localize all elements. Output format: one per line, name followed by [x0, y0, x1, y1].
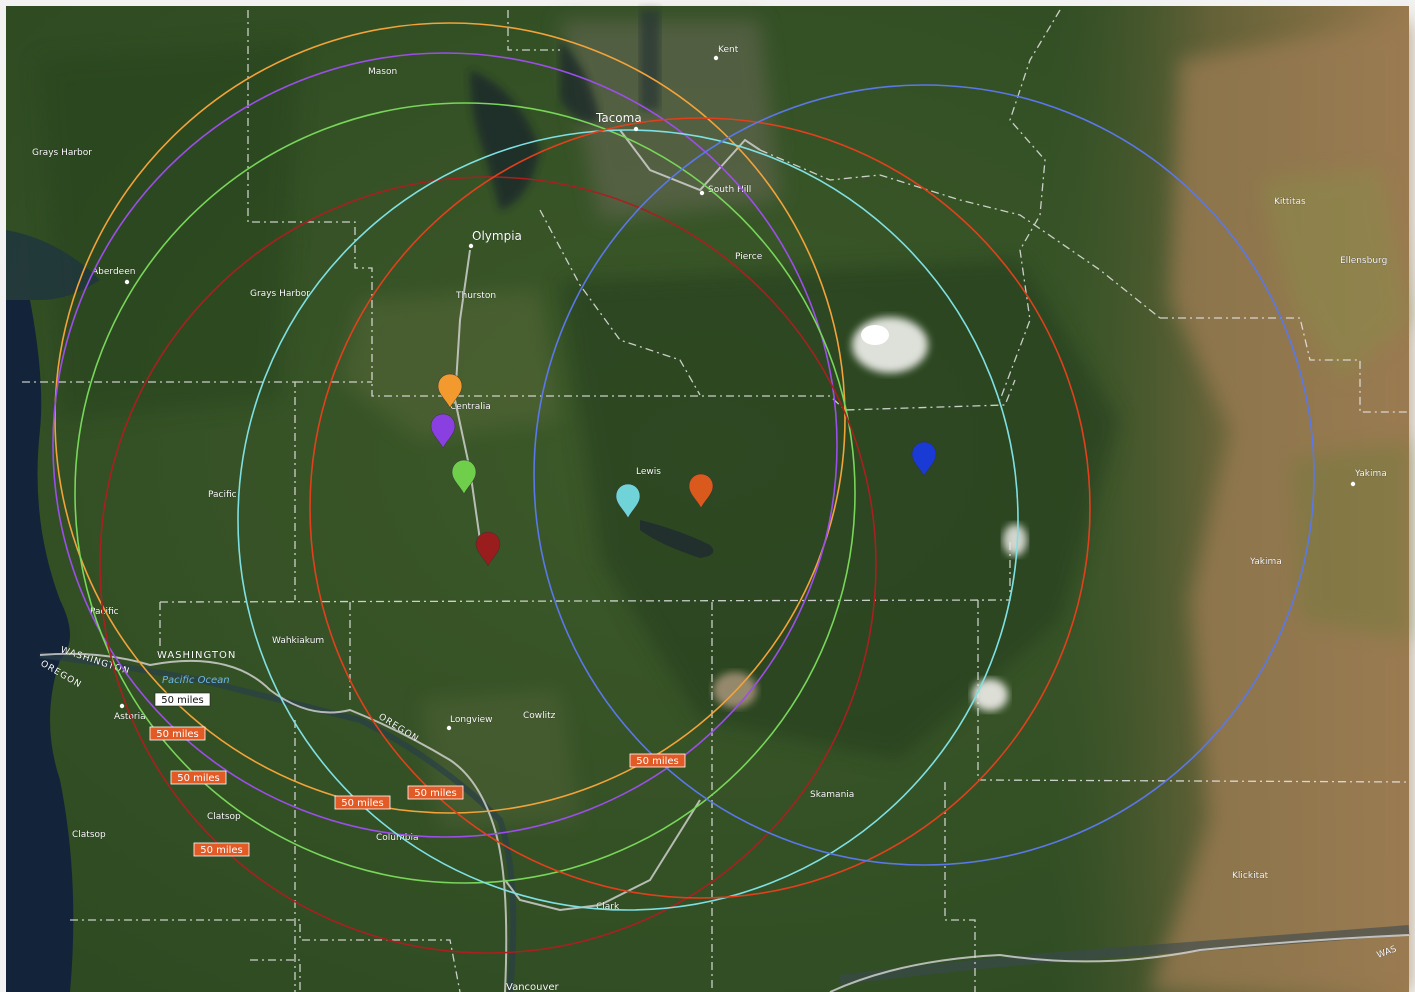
radius-label-text: 50 miles: [636, 756, 679, 767]
radius-circle-orange: [54, 22, 846, 814]
radius-label-5: 50 miles: [407, 785, 464, 800]
label-grays-harbor-city: Grays Harbor: [32, 148, 92, 158]
map-marker-purple[interactable]: [430, 413, 456, 449]
label-kittitas: Kittitas: [1274, 197, 1306, 207]
radius-circle-orangered: [309, 117, 1091, 899]
radius-label-4: 50 miles: [334, 795, 391, 810]
radius-circle-cyan: [237, 129, 1019, 911]
radius-label-text: 50 miles: [341, 798, 384, 809]
map-markers[interactable]: [430, 373, 937, 567]
label-tacoma: Tacoma: [595, 111, 642, 125]
label-south-hill: South Hill: [708, 185, 751, 195]
label-skamania: Skamania: [810, 790, 854, 800]
radius-label-6: 50 miles: [629, 753, 686, 768]
label-clatsop-city: Clatsop: [207, 812, 241, 822]
label-vancouver: Vancouver: [506, 982, 560, 992]
label-cowlitz: Cowlitz: [523, 711, 556, 721]
city-dots: [119, 55, 1356, 731]
radius-circle-green: [74, 102, 856, 884]
radius-label-text: 50 miles: [161, 695, 204, 706]
radius-label-3: 50 miles: [193, 842, 250, 857]
label-lewis: Lewis: [636, 467, 661, 477]
satellite-basemap: [6, 6, 1410, 992]
map-marker-darkred[interactable]: [475, 531, 501, 567]
radius-label-2: 50 miles: [170, 770, 227, 785]
map-marker-orangered[interactable]: [688, 473, 714, 509]
label-centralia: Centralia: [450, 402, 491, 412]
label-pierce: Pierce: [735, 252, 763, 262]
radius-label-white: 50 miles: [154, 692, 211, 707]
radius-label-1: 50 miles: [149, 726, 206, 741]
radius-label-text: 50 miles: [200, 845, 243, 856]
label-aberdeen: Aberdeen: [92, 267, 135, 277]
label-columbia: Columbia: [376, 833, 419, 843]
map-marker-blue[interactable]: [911, 441, 937, 477]
label-yakima-county: Yakima: [1249, 557, 1282, 567]
radius-circle-darkred: [99, 176, 877, 954]
radius-circle-purple: [52, 52, 838, 838]
label-olympia: Olympia: [472, 229, 522, 243]
radius-circle-blue: [533, 84, 1315, 866]
map-marker-cyan[interactable]: [615, 483, 641, 519]
label-thurston: Thurston: [455, 291, 496, 301]
label-yakima-city: Yakima: [1354, 469, 1387, 479]
map-marker-green[interactable]: [451, 459, 477, 495]
map-marker-orange[interactable]: [437, 373, 463, 409]
radius-circles: [52, 22, 1315, 954]
label-longview: Longview: [450, 715, 493, 725]
label-clatsop-county: Clatsop: [72, 830, 106, 840]
label-pacific-ocean: Pacific Ocean: [162, 675, 230, 686]
radius-label-text: 50 miles: [414, 788, 457, 799]
radius-label-text: 50 miles: [156, 729, 199, 740]
label-ellensburg: Ellensburg: [1340, 256, 1387, 266]
radius-label-text: 50 miles: [177, 773, 220, 784]
label-grays-harbor-county: Grays Harbor: [250, 289, 310, 299]
label-washington: WASHINGTON: [157, 650, 236, 661]
label-kent: Kent: [718, 45, 739, 55]
label-wahkiakum: Wahkiakum: [272, 636, 324, 646]
label-pacific-coast: Pacific: [90, 607, 119, 617]
label-klickitat: Klickitat: [1232, 871, 1269, 881]
label-clark: Clark: [596, 902, 620, 912]
label-astoria: Astoria: [114, 712, 146, 722]
label-pacific-county: Pacific: [208, 490, 237, 500]
label-mason: Mason: [368, 67, 397, 77]
radius-labels: 50 miles 50 miles 50 miles 50 miles 50 m…: [149, 692, 686, 857]
